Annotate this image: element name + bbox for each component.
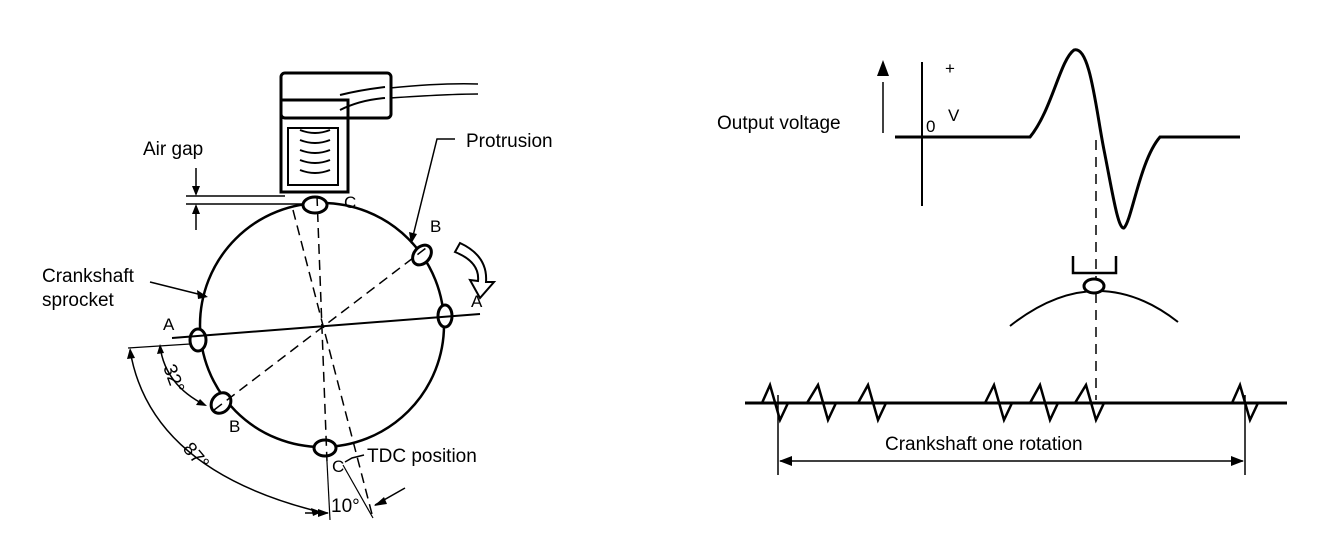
point-c-bottom: C	[332, 457, 344, 476]
angle-10-label: 10°	[331, 496, 360, 517]
protrusion-c-top	[301, 195, 329, 215]
sensor-tip	[1071, 256, 1118, 275]
protrusion-b-top	[411, 243, 433, 267]
plus-sign-label: +	[945, 59, 955, 78]
point-c-top: C	[344, 193, 356, 212]
output-voltage-label: Output voltage	[717, 113, 841, 134]
protrusion-a-left	[188, 327, 208, 353]
protrusion-b-bottom	[209, 391, 233, 415]
pickup-sensor	[279, 71, 479, 194]
one-rotation-dimension	[777, 395, 1246, 475]
point-b-top: B	[430, 217, 441, 236]
point-a-left: A	[163, 315, 175, 334]
sprocket-arc	[1009, 290, 1179, 327]
crankshaft-one-rotation-label: Crankshaft one rotation	[885, 434, 1083, 455]
volt-label: V	[948, 106, 960, 125]
crankshaft-leader	[149, 281, 207, 297]
rotation-direction-arrow	[453, 241, 497, 300]
output-voltage-waveform	[895, 48, 1240, 230]
point-b-bottom: B	[229, 417, 240, 436]
crankshaft-sensor-assembly: Air gap Protrusion Crankshaft sprocket T…	[42, 71, 553, 521]
angle-87-arc	[127, 348, 322, 516]
output-waveform-assembly: Output voltage + 0 V Crankshaft one rota…	[717, 48, 1287, 475]
protrusion-label: Protrusion	[466, 131, 553, 152]
angle-32-arc	[157, 344, 207, 406]
arc-protrusion	[1082, 277, 1106, 295]
protrusion-leader	[411, 138, 455, 241]
sprocket-label: sprocket	[42, 290, 115, 311]
protrusion-c-bottom	[312, 438, 338, 458]
crankshaft-label: Crankshaft	[42, 266, 135, 287]
tdc-position-label: TDC position	[367, 446, 477, 467]
air-gap-label: Air gap	[143, 139, 203, 160]
pulse-trace	[745, 381, 1287, 424]
air-gap-indicator	[186, 168, 305, 230]
tdc-leader	[344, 454, 365, 463]
reference-lines	[127, 195, 481, 521]
angle-87-label: 87°	[178, 439, 213, 475]
voltage-axis	[877, 60, 923, 206]
point-a-right: A	[471, 292, 483, 311]
angle-10-markers	[305, 487, 406, 517]
zero-label: 0	[926, 117, 935, 136]
